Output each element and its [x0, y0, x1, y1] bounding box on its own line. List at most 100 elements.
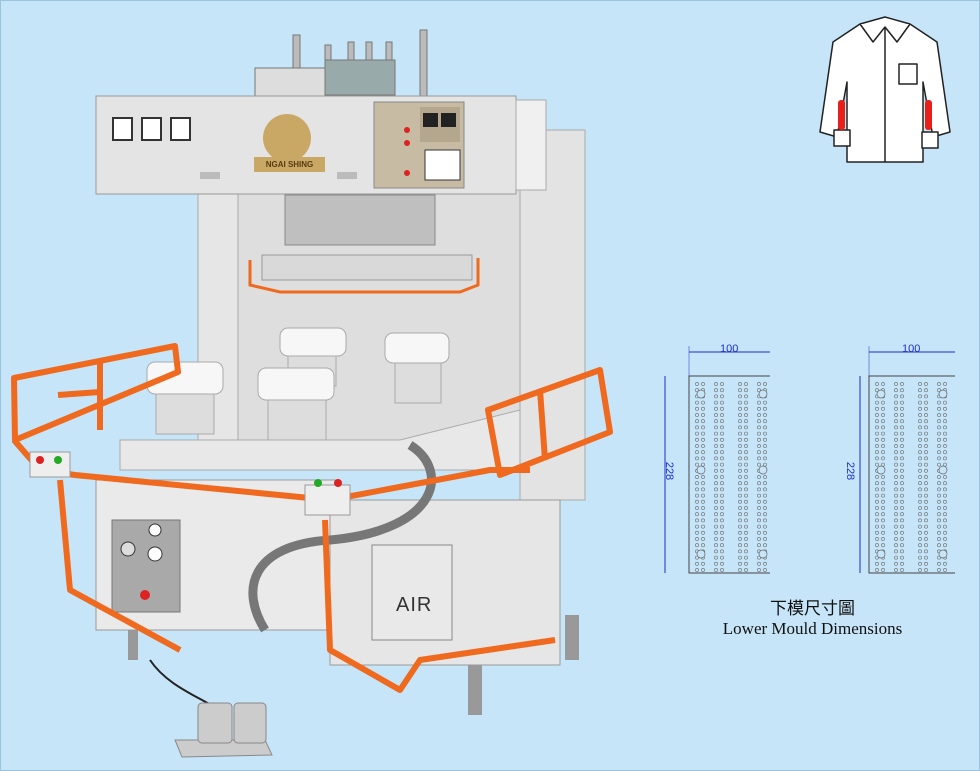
- mould-hole: [924, 382, 928, 386]
- mould-hole: [918, 400, 922, 405]
- mould-hole: [894, 406, 898, 411]
- mould-hole: [900, 537, 904, 541]
- mould-hole: [744, 462, 748, 467]
- mould-hole: [943, 524, 947, 529]
- caption-chinese: 下模尺寸圖: [770, 599, 855, 619]
- mould-hole: [875, 530, 879, 535]
- mould-hole: [738, 450, 742, 455]
- mould-hole: [714, 419, 718, 424]
- mould-hole: [744, 419, 748, 424]
- mould-hole: [720, 444, 724, 448]
- mould-hole: [763, 382, 767, 386]
- platen-guard: [248, 258, 480, 294]
- mould-hole: [757, 543, 761, 548]
- mould-hole: [714, 425, 718, 430]
- mould-height-label: 228: [844, 461, 857, 481]
- mould-hole: [744, 406, 748, 411]
- mould-hole: [714, 561, 718, 566]
- mould-hole: [763, 561, 767, 566]
- mould-hole: [900, 419, 904, 424]
- mould-hole: [918, 487, 922, 492]
- mould-hole: [937, 388, 941, 393]
- indicator-light: [404, 170, 410, 176]
- mould-hole: [738, 518, 742, 523]
- mould-diagram-left: [664, 346, 770, 574]
- mould-hole: [720, 487, 724, 492]
- mould-hole: [881, 382, 885, 386]
- mould-hole: [937, 462, 941, 467]
- mould-hole: [875, 388, 879, 393]
- mould-plate: [688, 375, 770, 574]
- mould-hole: [924, 425, 928, 430]
- pressure-gauge: [148, 523, 162, 537]
- mould-hole: [720, 388, 724, 393]
- mould-hole: [738, 481, 742, 486]
- mould-hole: [763, 425, 767, 430]
- mould-hole: [738, 437, 742, 442]
- mould-hole: [738, 444, 742, 448]
- mould-hole: [881, 456, 885, 461]
- mould-hole: [937, 382, 941, 386]
- mould-hole: [918, 437, 922, 442]
- mould-hole: [918, 568, 922, 572]
- mould-hole: [714, 568, 718, 572]
- mould-hole: [744, 425, 748, 430]
- mould-hole: [924, 431, 928, 436]
- mould-hole: [744, 506, 748, 510]
- mould-hole: [900, 493, 904, 498]
- mould-hole: [943, 561, 947, 566]
- mould-hole: [894, 394, 898, 399]
- mould-hole: [738, 456, 742, 461]
- mould-hole: [881, 561, 885, 566]
- mould-hole: [881, 450, 885, 455]
- mould-hole: [695, 512, 699, 517]
- mould-hole: [918, 444, 922, 448]
- mould-hole: [757, 518, 761, 523]
- mould-hole: [738, 561, 742, 566]
- mould-hole: [918, 425, 922, 430]
- mould-hole: [924, 493, 928, 498]
- mould-hole: [918, 462, 922, 467]
- mould-hole: [900, 475, 904, 479]
- mould-hole: [881, 431, 885, 436]
- mould-hole: [875, 487, 879, 492]
- mould-hole: [900, 406, 904, 411]
- mould-hole: [738, 431, 742, 436]
- mould-hole: [701, 561, 705, 566]
- mould-hole: [918, 530, 922, 535]
- mould-hole: [894, 388, 898, 393]
- mould-hole: [937, 456, 941, 461]
- mould-hole: [875, 406, 879, 411]
- mould-hole: [738, 512, 742, 517]
- mould-hole: [894, 487, 898, 492]
- mould-hole: [894, 506, 898, 510]
- mould-hole: [875, 413, 879, 417]
- mould-hole: [695, 437, 699, 442]
- mould-height-label: 228: [663, 461, 676, 481]
- mould-hole: [763, 406, 767, 411]
- mould-hole: [757, 561, 761, 566]
- mould-hole: [875, 493, 879, 498]
- mould-hole: [924, 530, 928, 535]
- mould-hole: [937, 481, 941, 486]
- mould-hole: [900, 382, 904, 386]
- mould-hole: [720, 431, 724, 436]
- mould-hole: [757, 487, 761, 492]
- mould-hole: [695, 543, 699, 548]
- mould-hole: [918, 512, 922, 517]
- mould-hole: [701, 481, 705, 486]
- mould-hole: [875, 400, 879, 405]
- mould-hole: [757, 400, 761, 405]
- mould-hole: [695, 388, 699, 393]
- mould-hole: [714, 549, 718, 554]
- mould-hole: [744, 444, 748, 448]
- mould-hole: [875, 444, 879, 448]
- mould-hole: [881, 537, 885, 541]
- mould-hole: [738, 549, 742, 554]
- mould-hole: [894, 462, 898, 467]
- mould-hole: [924, 481, 928, 486]
- mould-hole: [738, 406, 742, 411]
- mould-hole: [924, 468, 928, 473]
- mould-hole: [900, 499, 904, 504]
- mould-hole: [695, 450, 699, 455]
